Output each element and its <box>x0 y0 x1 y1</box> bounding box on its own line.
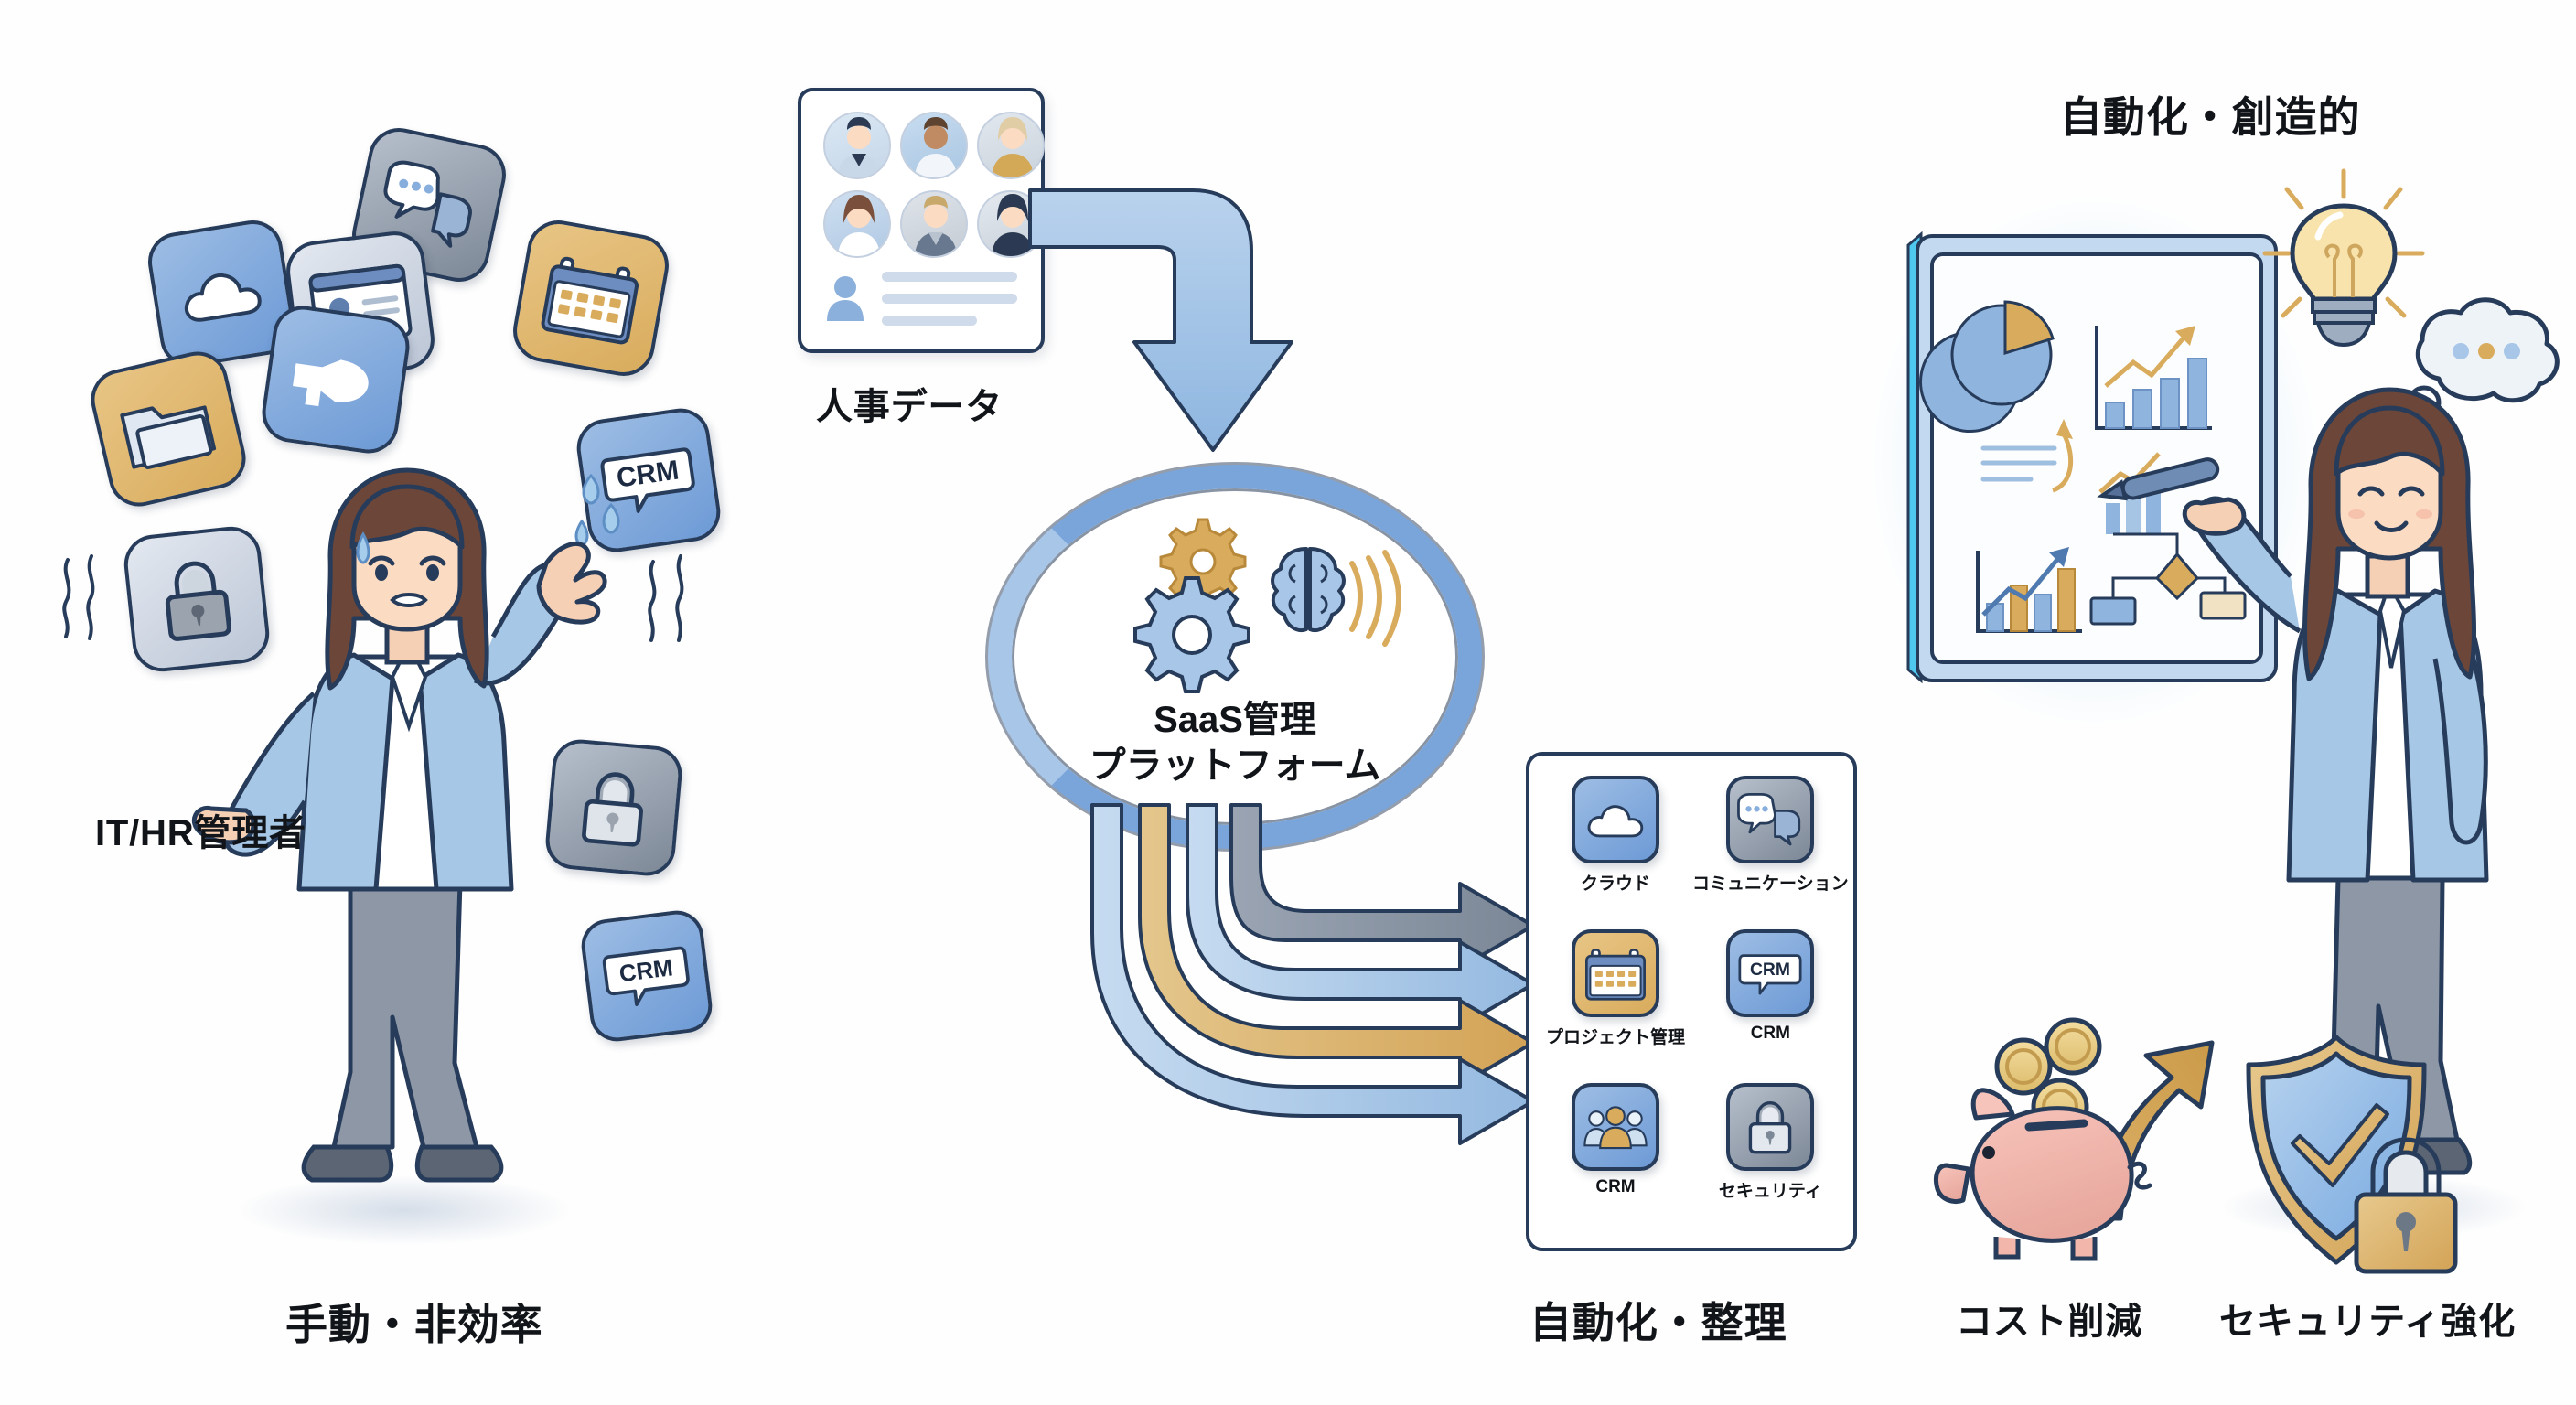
center-outcome-label: 自動化・整理 <box>1530 1299 1787 1346</box>
avatar <box>823 190 891 258</box>
bar-chart-with-trend-arrow <box>2095 326 2212 430</box>
hr-profile-lines <box>882 272 1017 326</box>
elbow-arrow-down-icon <box>1028 188 1293 452</box>
hr-data-card <box>798 88 1045 353</box>
app-label: コミュニケーション <box>1692 874 1849 894</box>
app-grid: クラウド コミュニケーション <box>1546 776 1849 1228</box>
app-cell-crm-bubble[interactable]: CRM CRM <box>1692 929 1849 1074</box>
platform-title: SaaS管理 プラットフォーム <box>988 697 1482 788</box>
platform-title-line-2: プラットフォーム <box>1089 745 1381 786</box>
scattered-tile-calendar <box>508 215 674 381</box>
lock-icon <box>1749 1101 1792 1154</box>
app-label: プロジェクト管理 <box>1546 1028 1686 1047</box>
shake-lines-icon <box>648 554 684 642</box>
app-tile-security[interactable] <box>1726 1083 1815 1171</box>
app-tile-communication[interactable] <box>1726 776 1815 863</box>
person-icon <box>827 275 864 321</box>
megaphone-icon <box>293 359 369 407</box>
app-label: クラウド <box>1581 874 1651 894</box>
right-heading: 自動化・創造的 <box>2060 93 2361 141</box>
whiteboard-wrapper <box>1866 192 2324 732</box>
calendar-icon <box>541 256 639 345</box>
analytics-whiteboard <box>1906 231 2278 684</box>
benefit-label-cost: コスト削減 <box>1956 1302 2142 1342</box>
persona-label: IT/HR管理者 <box>95 813 306 853</box>
stylus-pen <box>2097 457 2220 501</box>
cloud-icon <box>1587 805 1644 838</box>
hr-profile-row <box>825 272 1017 326</box>
bar-chart-gold-blue <box>1976 547 2082 633</box>
lightbulb-icon <box>2262 168 2425 348</box>
flow-diagram <box>2089 532 2247 626</box>
platform-hub-icons <box>1133 518 1401 693</box>
avatar <box>977 112 1045 179</box>
benefit-label-security: セキュリティ強化 <box>2219 1302 2516 1342</box>
avatar <box>900 112 968 179</box>
scattered-tile-cloud <box>144 216 299 371</box>
app-cell-crm-team[interactable]: CRM <box>1546 1083 1685 1228</box>
piggy-bank-icon <box>1933 1017 2215 1261</box>
persona-it-hr-admin <box>191 467 607 1183</box>
crm-tile-label: CRM <box>1750 960 1790 980</box>
gear-blue-icon <box>1133 576 1250 693</box>
gear-gold-icon <box>1159 518 1247 606</box>
shake-lines-icon <box>62 554 95 640</box>
shield-lock-icon <box>2246 1035 2458 1274</box>
app-tile-crm-bubble[interactable]: CRM <box>1726 929 1815 1017</box>
lock-icon <box>165 561 231 641</box>
platform-title-line-1: SaaS管理 <box>1154 700 1316 740</box>
app-tile-cloud[interactable] <box>1572 776 1659 863</box>
mid-bar-chart <box>2098 452 2161 534</box>
scattered-tile-chat <box>346 122 512 288</box>
pie-chart <box>1919 300 2055 434</box>
app-label: セキュリティ <box>1718 1182 1822 1201</box>
chat-icon <box>383 160 472 248</box>
scattered-tile-crm-lower: CRM <box>578 907 715 1045</box>
crm-icon: CRM <box>1738 954 1802 995</box>
avatar <box>823 112 891 179</box>
calendar-icon <box>1585 949 1646 1001</box>
app-cell-communication[interactable]: コミュニケーション <box>1692 776 1849 920</box>
folder-icon <box>120 405 217 469</box>
avatar <box>900 190 968 258</box>
lock-icon <box>582 772 643 847</box>
app-tile-crm-team[interactable] <box>1572 1083 1659 1171</box>
scattered-tile-crm-upper: CRM <box>573 404 724 556</box>
cloud-icon <box>184 273 262 322</box>
app-cell-project-management[interactable]: プロジェクト管理 <box>1546 929 1685 1074</box>
signal-waves-icon <box>1349 550 1401 647</box>
chat-icon <box>1737 793 1801 846</box>
app-grid-panel: クラウド コミュニケーション <box>1526 752 1857 1251</box>
persona-presenter <box>2097 387 2489 1175</box>
app-tile-project-management[interactable] <box>1572 929 1659 1017</box>
app-label: CRM <box>1750 1024 1790 1043</box>
crm-icon: CRM <box>602 946 690 1006</box>
persona-shadow <box>240 1175 569 1245</box>
scattered-tile-lock-held <box>121 523 273 675</box>
app-label: CRM <box>1595 1177 1636 1196</box>
scattered-tile-megaphone <box>258 302 413 457</box>
outbound-curved-arrows <box>1090 803 1535 1145</box>
app-cell-cloud[interactable]: クラウド <box>1546 776 1685 920</box>
hr-avatar-grid <box>823 112 1045 258</box>
team-icon <box>1583 1106 1648 1150</box>
scattered-tile-folder <box>84 345 252 513</box>
hr-data-label: 人事データ <box>816 387 1003 427</box>
scattered-tile-lock-mid <box>543 737 684 878</box>
left-outcome-label: 手動・非効率 <box>285 1301 543 1348</box>
text-lines <box>1980 445 2057 482</box>
crm-icon: CRM <box>600 447 695 513</box>
app-cell-security[interactable]: セキュリティ <box>1692 1083 1849 1228</box>
brain-icon <box>1271 547 1346 632</box>
